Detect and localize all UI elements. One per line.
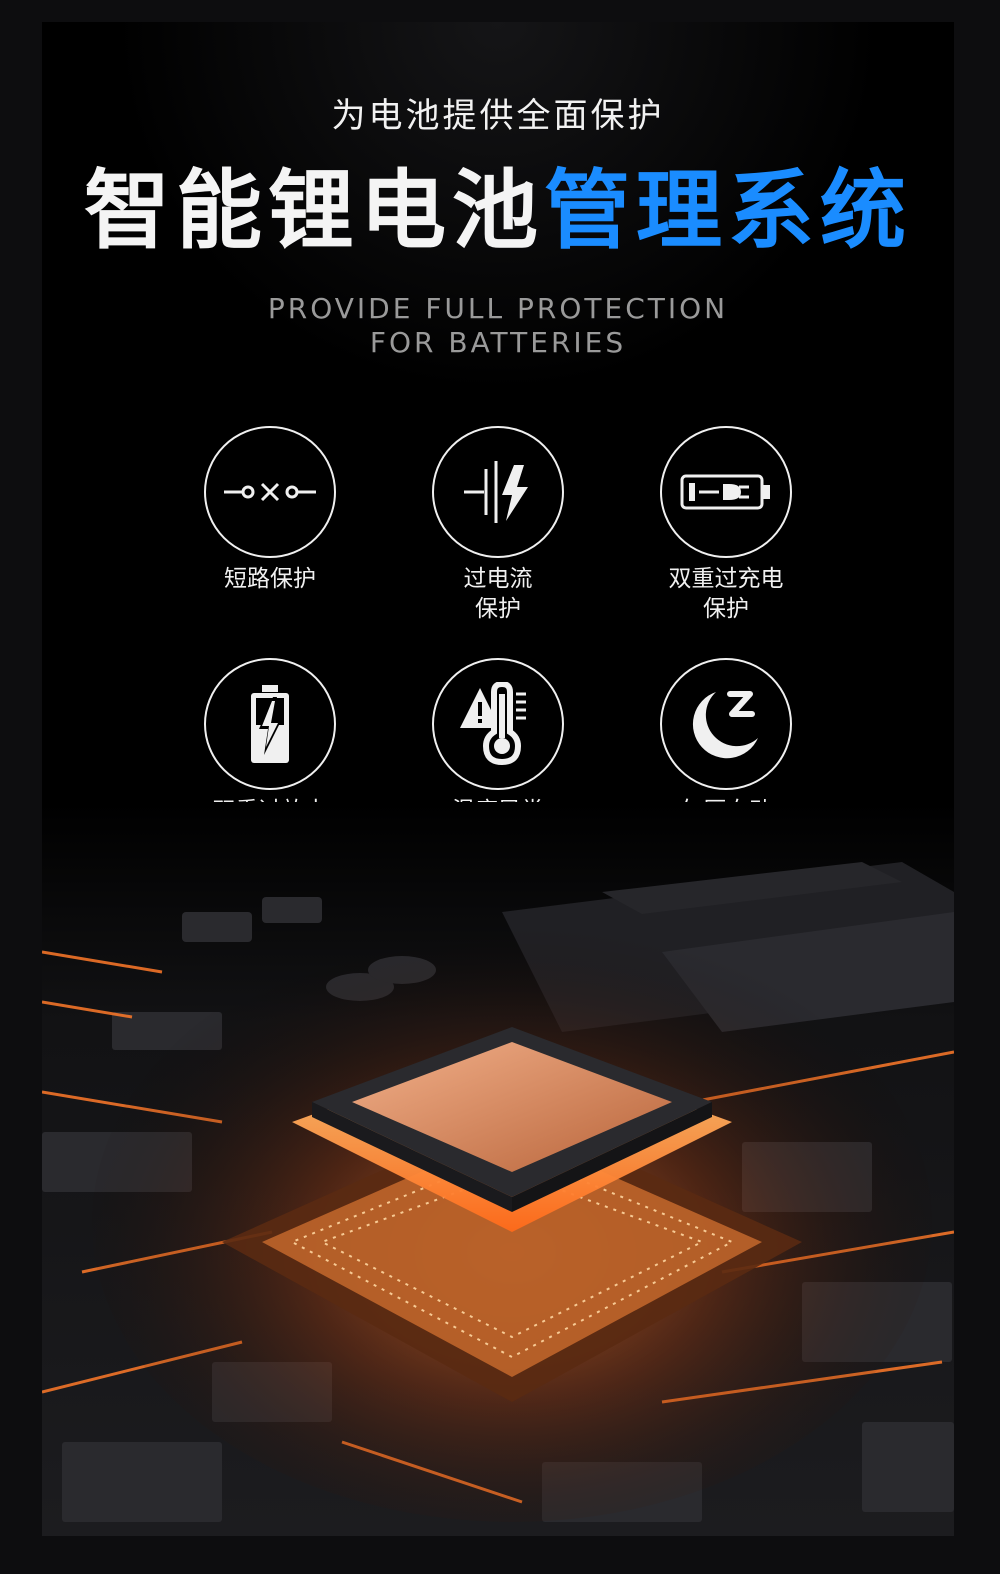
- feature-label-line2: 保护: [475, 596, 521, 622]
- title-blue-part: 管理系统: [544, 161, 912, 261]
- thermometer-warning-icon: [460, 682, 526, 766]
- feature-overcurrent: 过电流 保护: [398, 426, 598, 624]
- feature-icon-circle: [204, 426, 336, 558]
- battery-discharge-icon: [251, 685, 289, 763]
- moon-sleep-icon: [692, 691, 758, 759]
- feature-icon-circle: [432, 426, 564, 558]
- feature-icon-circle: [660, 426, 792, 558]
- circuit-chip-illustration: [42, 802, 954, 1536]
- feature-label-line1: 双重过充电: [668, 566, 784, 592]
- feature-icon-circle: [204, 658, 336, 790]
- feature-label-line1: 短路保护: [224, 566, 316, 592]
- english-subtitle-line2: FOR BATTERIES: [369, 326, 627, 359]
- feature-short-circuit: 短路保护: [170, 426, 370, 594]
- subtitle: 为电池提供全面保护: [331, 96, 665, 136]
- feature-label-line1: 过电流: [463, 566, 533, 592]
- title-white-part: 智能锂电池: [84, 161, 544, 261]
- feature-label-line2: 保护: [703, 596, 749, 622]
- feature-overcharge: 双重过充电 保护: [626, 426, 826, 624]
- feature-icon-circle: [660, 658, 792, 790]
- battery-charge-icon: [680, 474, 770, 510]
- overcurrent-icon: [464, 461, 528, 523]
- english-subtitle-line1: PROVIDE FULL PROTECTION: [267, 292, 729, 325]
- feature-icon-circle: [432, 658, 564, 790]
- main-title: 智能锂电池管理系统: [42, 168, 954, 254]
- poster-frame: 为电池提供全面保护 智能锂电池管理系统 PROVIDE FULL PROTECT…: [42, 22, 954, 1536]
- short-circuit-icon: [224, 482, 316, 502]
